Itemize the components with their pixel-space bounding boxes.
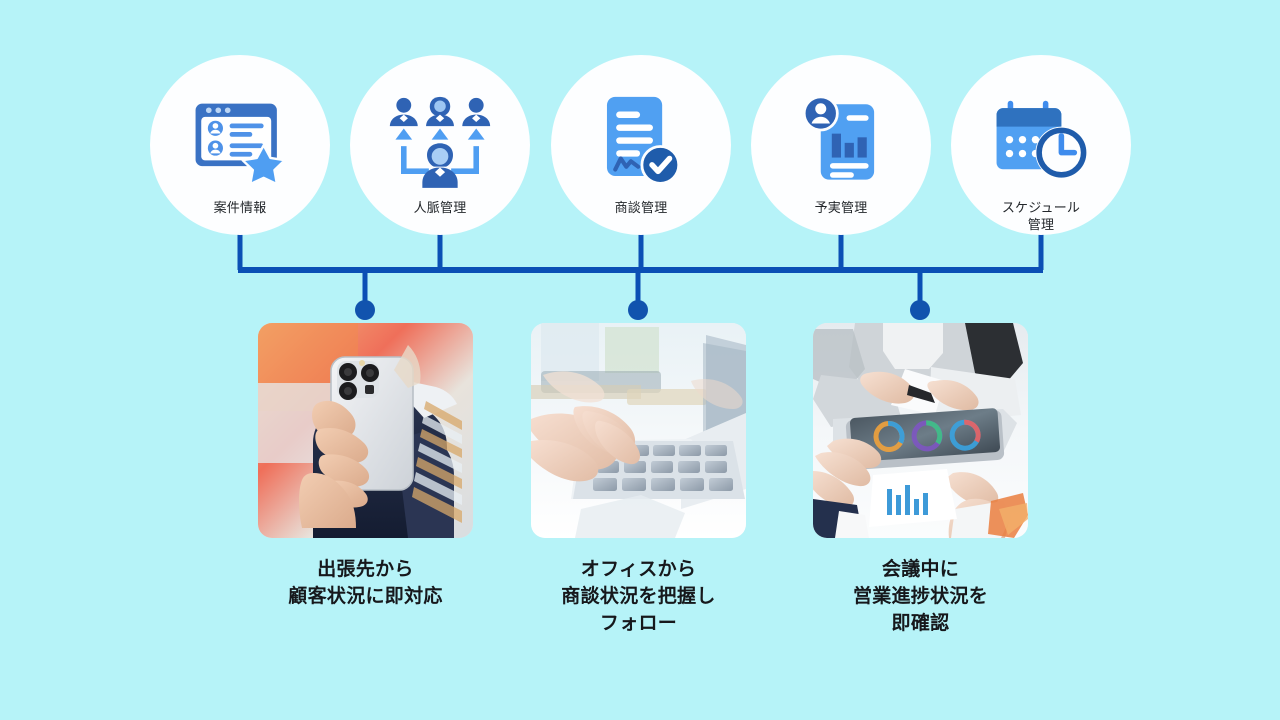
feature-circle-schedule-management[interactable]: スケジュール 管理: [951, 55, 1131, 235]
usecase-card-on-the-go[interactable]: 出張先から 顧客状況に即対応: [258, 323, 473, 610]
hands-typing-on-laptop-photo: [531, 323, 746, 538]
document-check-chart-icon: [582, 85, 700, 197]
connector-node-2: [628, 300, 648, 320]
feature-circle-budget-actual-management[interactable]: 予実管理: [751, 55, 931, 235]
businessman-holding-smartphone-photo: [258, 323, 473, 538]
feature-label: 人脈管理: [413, 200, 467, 215]
feature-circle-contact-management[interactable]: 人脈管理: [350, 55, 530, 235]
usecase-card-from-office[interactable]: オフィスから 商談状況を把握し フォロー: [531, 323, 746, 637]
calendar-clock-icon: [982, 85, 1100, 197]
feature-label: 商談管理: [614, 200, 668, 215]
usecase-caption: 出張先から 顧客状況に即対応: [288, 559, 443, 607]
usecase-card-in-meeting[interactable]: 会議中に 営業進捗状況を 即確認: [813, 323, 1028, 637]
usecase-caption: 会議中に 営業進捗状況を 即確認: [852, 559, 989, 634]
feature-circle-negotiation-management[interactable]: 商談管理: [551, 55, 731, 235]
browser-contact-card-star-icon: [181, 85, 299, 197]
connector-node-1: [355, 300, 375, 320]
feature-label: 案件情報: [213, 200, 267, 215]
feature-circle-case-info[interactable]: 案件情報: [150, 55, 330, 235]
people-network-icon: [381, 85, 499, 197]
feature-circle-row: 案件情報: [0, 0, 1280, 250]
meeting-team-reviewing-tablet-photo: [813, 323, 1028, 538]
usecase-caption: オフィスから 商談状況を把握し フォロー: [561, 559, 716, 634]
feature-label: 予実管理: [814, 200, 868, 215]
feature-label: スケジュール 管理: [1001, 200, 1081, 232]
person-report-bar-chart-icon: [782, 85, 900, 197]
connector-node-3: [910, 300, 930, 320]
